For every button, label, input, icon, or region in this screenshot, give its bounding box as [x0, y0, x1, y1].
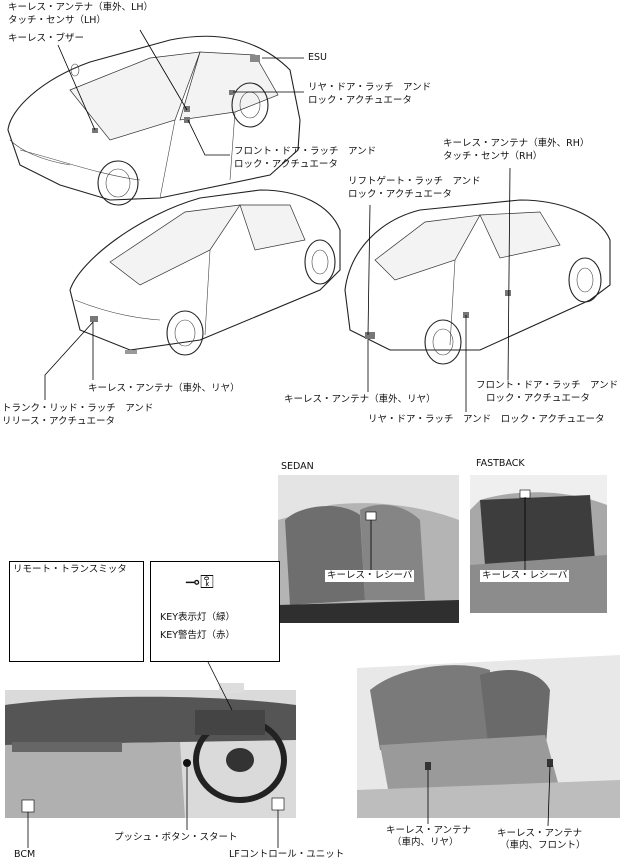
- label-lf-control-unit: LFコントロール・ユニット: [229, 849, 345, 860]
- label-front-door-latch-rh-1: フロント・ドア・ラッチ アンド: [476, 380, 619, 391]
- label-front-door-latch-rh-2: ロック・アクチュエータ: [486, 393, 590, 404]
- top-car-front-view: [7, 35, 301, 206]
- fastback-luggage-photo: [470, 475, 607, 613]
- label-keyless-antenna-int-rear-2: （車内、リヤ）: [392, 837, 459, 848]
- label-key-indicator-green: KEY表示灯（緑）: [160, 612, 236, 623]
- label-rear-door-latch-2: ロック・アクチュエータ: [308, 95, 412, 106]
- label-keyless-receiver-sedan: キーレス・レシーバ: [325, 570, 415, 582]
- label-trunk-lid-latch-1: トランク・リッド・ラッチ アンド: [2, 403, 154, 414]
- label-keyless-antenna-int-front-2: （車内、フロント）: [500, 840, 586, 851]
- label-touch-sensor-lh: タッチ・センサ（LH）: [8, 15, 106, 26]
- label-keyless-antenna-ext-rh: キーレス・アンテナ（車外、RH）: [443, 138, 590, 149]
- label-trunk-lid-latch-2: リリース・アクチュエータ: [2, 416, 116, 427]
- label-front-door-latch-2: ロック・アクチュエータ: [234, 159, 338, 170]
- rear-seat-interior-photo: [357, 655, 620, 818]
- fastback-rear-view: [344, 199, 611, 365]
- label-liftgate-latch-2: ロック・アクチュエータ: [348, 189, 452, 200]
- label-touch-sensor-rh: タッチ・センサ（RH）: [443, 151, 543, 162]
- label-keyless-antenna-int-rear-1: キーレス・アンテナ: [386, 825, 472, 836]
- label-sedan: SEDAN: [281, 461, 314, 472]
- label-key-warning-red: KEY警告灯（赤）: [160, 630, 236, 641]
- key-icon: ⊸⚿: [185, 572, 214, 593]
- label-esu: ESU: [308, 52, 327, 63]
- label-keyless-receiver-fb: キーレス・レシーバ: [480, 570, 570, 582]
- label-keyless-antenna-int-front-1: キーレス・アンテナ: [497, 828, 583, 839]
- dashboard-photo: [5, 683, 296, 818]
- label-bcm: BCM: [14, 849, 36, 860]
- label-remote-transmitter: リモート・トランスミッタ: [13, 564, 127, 575]
- label-fastback: FASTBACK: [476, 458, 525, 469]
- label-front-door-latch-1: フロント・ドア・ラッチ アンド: [234, 146, 377, 157]
- key-indicator-box: ⊸⚿: [150, 561, 280, 662]
- sedan-rear-view: [69, 189, 341, 356]
- remote-transmitter-box: [9, 561, 144, 662]
- label-rear-door-latch-rh: リヤ・ドア・ラッチ アンド ロック・アクチュエータ: [368, 414, 605, 425]
- leader-lines: [27, 29, 551, 848]
- label-keyless-antenna-ext-rear-sedan: キーレス・アンテナ（車外、リヤ）: [88, 383, 240, 394]
- label-keyless-antenna-ext-rear-fb: キーレス・アンテナ（車外、リヤ）: [284, 394, 436, 405]
- label-rear-door-latch-1: リヤ・ドア・ラッチ アンド: [308, 82, 432, 93]
- label-push-button-start: プッシュ・ボタン・スタート: [114, 832, 238, 843]
- sedan-interior-photo: [278, 475, 459, 623]
- label-keyless-antenna-ext-lh: キーレス・アンテナ（車外、LH）: [8, 2, 154, 13]
- label-liftgate-latch-1: リフトゲート・ラッチ アンド: [348, 176, 481, 187]
- label-keyless-buzzer: キーレス・ブザー: [8, 33, 85, 44]
